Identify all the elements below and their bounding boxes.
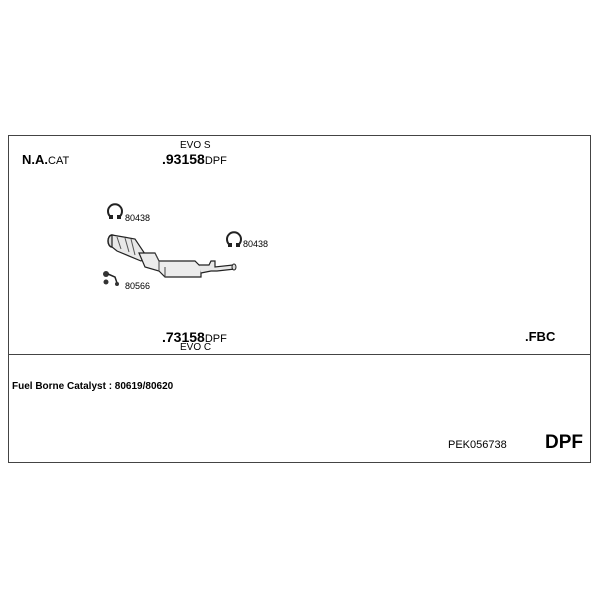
bracket-label: 80566	[125, 281, 150, 291]
evo-bottom-label: EVO C	[180, 342, 212, 353]
part-number-bottom-suffix: DPF	[204, 333, 227, 345]
clamp-icon	[226, 231, 242, 247]
evo-top-label: EVO S	[180, 140, 211, 151]
na-cat-suffix: CAT	[48, 155, 70, 167]
clamp-icon	[107, 203, 123, 219]
clamp-label-1: 80438	[125, 213, 150, 223]
part-number-top-suffix: DPF	[204, 155, 227, 167]
clamp-label-2: 80438	[243, 239, 268, 249]
part-number-bottom-value: .73158	[162, 329, 205, 345]
fuel-borne-catalyst-note: Fuel Borne Catalyst : 80619/80620	[12, 381, 174, 392]
bracket-icon	[103, 271, 119, 286]
na-cat-bold: N.A.	[22, 152, 48, 167]
kit-type: DPF	[545, 432, 583, 453]
fbc-label: .FBC	[525, 329, 556, 344]
part-number-top-value: .93158	[162, 151, 205, 167]
kit-number: PEK056738	[448, 439, 507, 451]
part-number-bottom: .73158DPF	[162, 329, 227, 345]
section-divider	[8, 354, 591, 355]
na-cat-label: N.A.CAT	[22, 152, 69, 167]
part-number-top: .93158DPF	[162, 151, 227, 167]
dpf-assembly-icon	[107, 234, 237, 278]
exhaust-diagram: 80438 80438 80566	[103, 203, 268, 291]
diagram-frame	[8, 135, 591, 463]
